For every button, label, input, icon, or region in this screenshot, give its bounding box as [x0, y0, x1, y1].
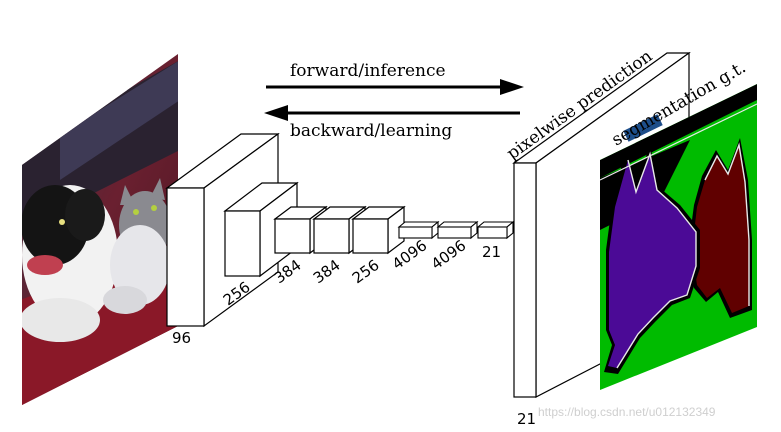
- conv4-depth: 384: [310, 256, 344, 287]
- forward-label: forward/inference: [290, 61, 446, 81]
- fc7-depth: 4096: [428, 236, 470, 273]
- layer-fc6: [397, 220, 440, 240]
- score-depth: 21: [482, 243, 501, 261]
- layer-fc7: [436, 220, 479, 240]
- conv5-depth: 256: [349, 256, 383, 287]
- backward-arrow: [264, 105, 520, 121]
- label-bar: [623, 114, 663, 142]
- watermark: https://blog.csdn.net/u012132349: [538, 405, 716, 419]
- conv1-depth: 96: [172, 329, 191, 347]
- forward-arrow: [266, 79, 524, 95]
- input-image: [22, 54, 178, 405]
- output-depth: 21: [517, 410, 536, 428]
- layer-conv5: [351, 205, 406, 255]
- backward-label: backward/learning: [290, 121, 452, 141]
- layer-score: [476, 220, 515, 240]
